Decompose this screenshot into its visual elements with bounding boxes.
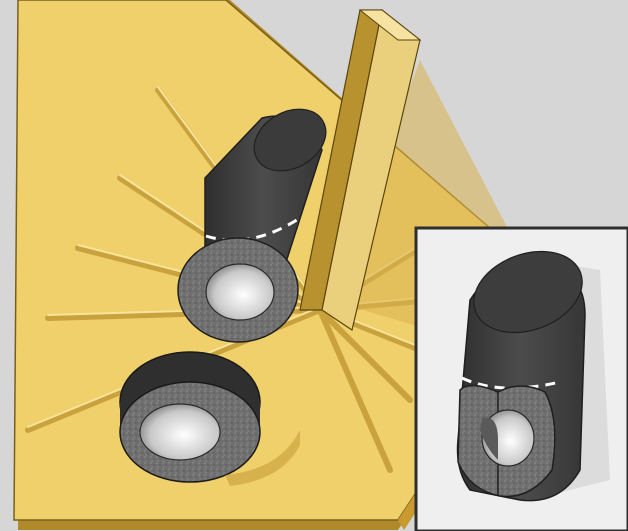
illustration-scene (0, 0, 628, 531)
